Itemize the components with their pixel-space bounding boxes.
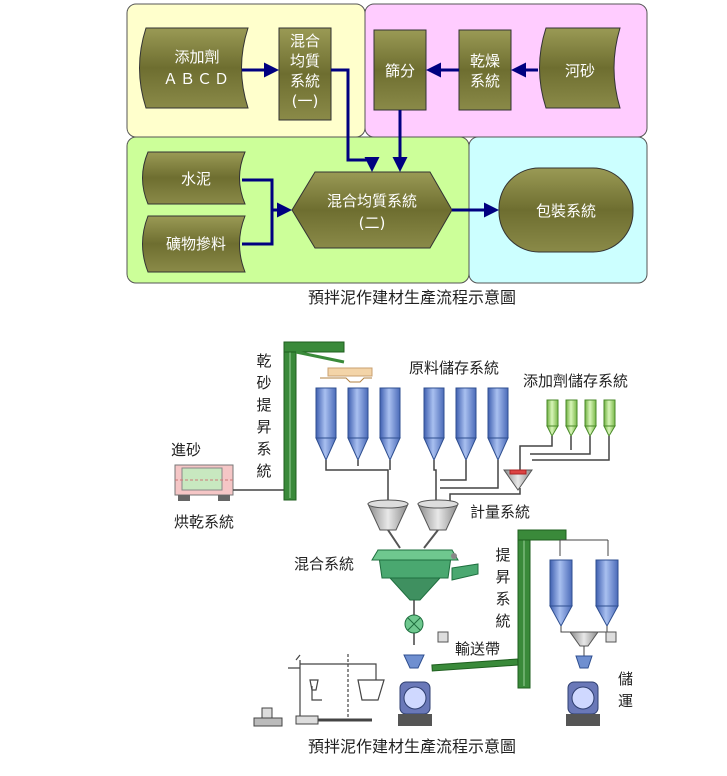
node-cement-label: 水泥 (181, 170, 211, 188)
label-drying: 烘乾系統 (174, 513, 234, 531)
node-mixer-two-shape (291, 171, 453, 249)
node-mixer-two-line2: (二) (359, 214, 386, 232)
node-screen-label: 篩分 (385, 62, 415, 80)
node-dryer-line2: 系統 (470, 72, 500, 90)
node-cement-shape (142, 151, 246, 205)
label-lift-c3: 系 (495, 590, 510, 608)
node-mixer-two-line1: 混合均質系統 (327, 192, 417, 210)
arrow-cement-to-mixer-two (242, 178, 292, 218)
node-screen (373, 29, 427, 111)
additive-storage-silos (546, 399, 616, 438)
raw-storage-silos (315, 377, 509, 462)
label-elevator-c2: 砂 (256, 374, 271, 392)
storage-silos (549, 559, 619, 726)
label-elevator-c3: 提 (256, 396, 271, 414)
label-elevator-c4: 昇 (256, 418, 271, 436)
label-sand-in: 進砂 (171, 441, 201, 459)
dry-sand-elevator (283, 341, 373, 501)
node-additive-shape (139, 27, 249, 109)
node-mixer-one-line4: (一) (292, 92, 319, 110)
label-elevator-c1: 乾 (256, 352, 271, 370)
flow-diagram: 添加劑 ＡＢＣＤ 混合 均質 系統 (一) 篩分 乾燥 系統 河砂 水泥 礦物摻… (126, 3, 648, 307)
node-river-sand-shape (539, 27, 621, 109)
label-store-ship-c2: 運 (618, 692, 633, 710)
label-lift-c2: 昇 (495, 568, 510, 586)
flow-caption: 預拌泥作建材生產流程示意圖 (308, 288, 516, 307)
label-mixing: 混合系統 (294, 555, 354, 573)
weighing-hoppers (367, 499, 459, 549)
lift-elevator (517, 529, 609, 689)
label-store-ship-c1: 儲 (618, 670, 633, 688)
bag-line (288, 654, 385, 720)
mixer (371, 549, 479, 601)
piping (325, 436, 610, 505)
label-elevator-c6: 統 (256, 462, 271, 480)
arrow-mineral-to-mixer-two (242, 210, 274, 246)
conveyor-belt (431, 658, 519, 672)
plant-schematic: 進砂 烘乾系統 乾 砂 提 昇 系 統 原料儲存系統 (171, 341, 633, 756)
label-weighing: 計量系統 (470, 503, 530, 521)
node-mixer-one-line3: 系統 (290, 72, 320, 90)
node-dryer (458, 29, 512, 111)
arrow-mixer-one-to-mixer-two (331, 68, 380, 172)
plant-caption: 預拌泥作建材生產流程示意圖 (308, 737, 516, 756)
node-mineral-label: 礦物摻料 (166, 235, 226, 253)
node-additive-label: 添加劑 (174, 48, 219, 66)
label-raw-storage: 原料儲存系統 (409, 359, 499, 377)
node-mixer-one-line1: 混合 (290, 32, 320, 50)
node-packing-label: 包裝系統 (536, 202, 596, 220)
node-dryer-line1: 乾燥 (470, 52, 500, 70)
flow-arrows (242, 62, 538, 246)
label-conveyor: 輸送帶 (455, 640, 500, 658)
label-lift-c1: 提 (495, 546, 510, 564)
node-additive-sub: ＡＢＣＤ (163, 70, 231, 88)
label-additive-storage: 添加劑儲存系統 (523, 372, 628, 390)
node-mineral-shape (142, 215, 246, 273)
node-river-sand-label: 河砂 (565, 62, 595, 80)
bagging-station (398, 631, 449, 726)
node-mixer-one (278, 27, 332, 121)
node-packing (498, 167, 634, 253)
node-mixer-one-line2: 均質 (290, 52, 320, 70)
label-elevator-c5: 系 (256, 440, 271, 458)
label-lift-c4: 統 (495, 612, 510, 630)
dryer-unit (174, 464, 234, 501)
